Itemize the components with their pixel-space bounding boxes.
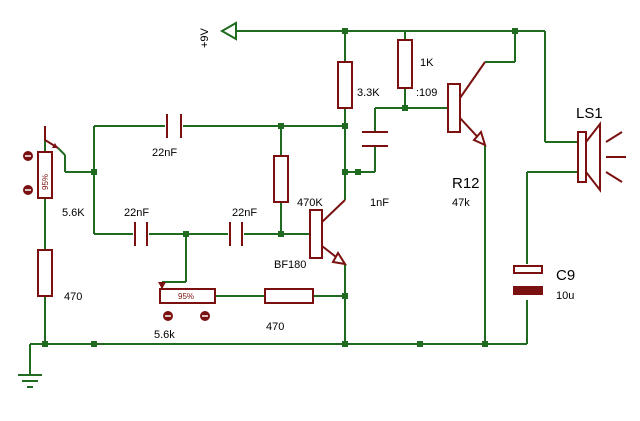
potentiometer-left: 95% 5.6K: [23, 126, 85, 219]
r12-value: 47k: [452, 197, 470, 209]
potentiometer-bottom-label: 5.6k: [154, 329, 175, 341]
resistor-3-3k-label: 3.3K: [357, 87, 380, 99]
resistor-1k-label: 1K: [420, 57, 434, 69]
transistor-q1-label: BF180: [274, 259, 306, 271]
capacitor-c9-ref: C9: [556, 267, 575, 284]
potentiometer-left-label: 5.6K: [62, 207, 85, 219]
r12-ref: R12: [452, 175, 480, 192]
resistor-470-bottom: 470: [264, 288, 314, 333]
potentiometer-bottom-dial: 95%: [178, 292, 194, 301]
resistor-3-3k: 3.3K: [337, 61, 380, 109]
resistor-470k: 470K: [273, 155, 323, 209]
resistor-1k: 1K: [397, 39, 434, 89]
capacitor-1nf-label: 1nF: [370, 197, 389, 209]
resistor-470-bottom-label: 470: [266, 321, 284, 333]
capacitor-22nf-top-label: 22nF: [152, 147, 177, 159]
r12-labels: R12 47k: [452, 175, 480, 209]
capacitor-22nf-left-label: 22nF: [124, 207, 149, 219]
resistor-470-left: 470: [37, 249, 82, 303]
transistor-q2: :109: [416, 61, 487, 147]
transistor-q2-label: :109: [416, 87, 437, 99]
capacitor-22nf-right-label: 22nF: [232, 207, 257, 219]
potentiometer-left-dial: 95%: [41, 174, 50, 190]
capacitor-22nf-top: 22nF: [152, 114, 182, 159]
capacitor-1nf: 1nF: [362, 131, 389, 209]
supply-label: +9V: [199, 27, 211, 48]
supply-terminal: +9V: [199, 21, 237, 48]
capacitor-22nf-right: 22nF: [229, 207, 257, 246]
resistor-470k-label: 470K: [297, 197, 323, 209]
potentiometer-bottom: 95% 5.6k: [154, 282, 216, 341]
speaker-ls1: LS1: [576, 105, 626, 193]
ground-symbol: [18, 374, 42, 388]
resistor-470-left-label: 470: [64, 291, 82, 303]
transistor-q1: BF180: [274, 199, 348, 271]
capacitor-c9-value: 10u: [556, 290, 574, 302]
junction-dots: [42, 28, 518, 347]
speaker-ls1-label: LS1: [576, 105, 603, 122]
capacitor-c9: C9 10u: [513, 265, 575, 302]
capacitor-22nf-left: 22nF: [124, 207, 149, 246]
